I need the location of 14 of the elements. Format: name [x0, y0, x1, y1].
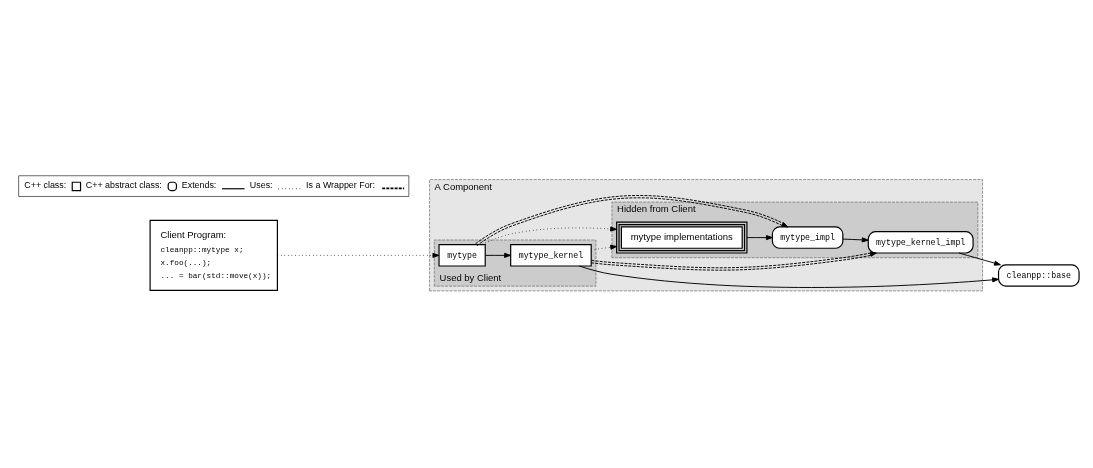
arrow: [842, 236, 869, 242]
legend-label: C++ abstract class:: [85, 179, 162, 190]
legend-label: Uses:: [249, 179, 273, 190]
arrow: [475, 194, 789, 246]
legend-label: Extends:: [181, 179, 217, 190]
arrow: [590, 244, 618, 250]
arrow: [481, 225, 618, 245]
legend-label: Is a Wrapper For:: [306, 179, 376, 190]
arrow: [484, 252, 511, 258]
arrow: [958, 252, 1001, 266]
legend-label: C++ class:: [24, 179, 67, 190]
arrow: [578, 265, 999, 288]
arrow: [746, 234, 773, 240]
arrow: [590, 251, 877, 271]
